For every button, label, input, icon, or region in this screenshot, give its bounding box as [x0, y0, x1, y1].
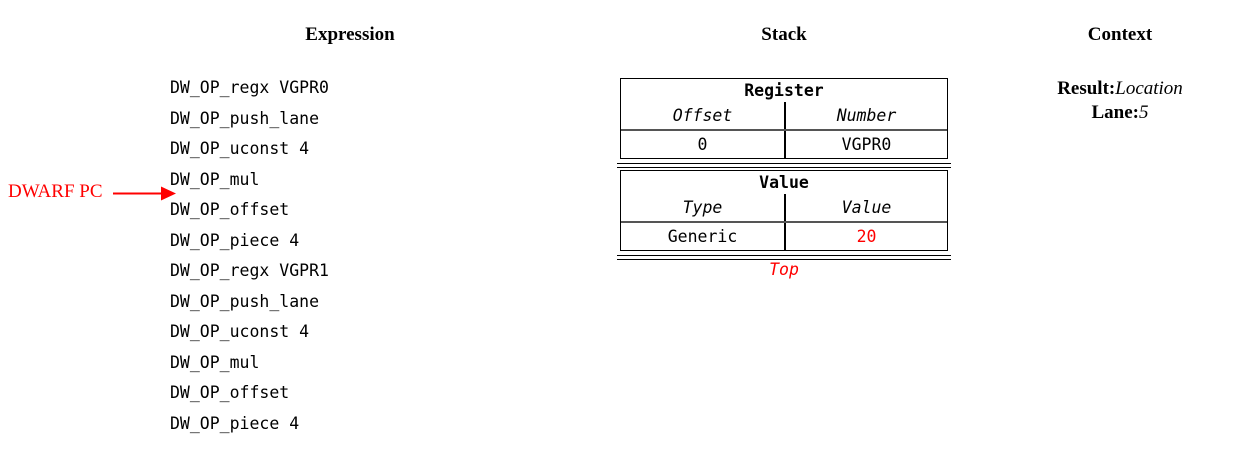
expression-line: DW_OP_regx VGPR0 [170, 78, 329, 97]
column-label: Type [682, 198, 723, 217]
stack-entry-value: Value Type Value Generic 20 [620, 170, 948, 251]
context-key: Lane: [1091, 102, 1140, 123]
context-row-result: Result:Location [1000, 77, 1240, 101]
stack-bottom-rule [617, 255, 951, 260]
expression-line: DW_OP_push_lane [170, 291, 320, 311]
context-value: Location [1115, 78, 1183, 99]
stack-entry-register: Register Offset Number 0 VGPR0 [620, 78, 948, 159]
context-key: Result: [1057, 78, 1116, 99]
expression-line-current: DW_OP_offset [170, 200, 290, 219]
column-header-expression: Expression [305, 24, 395, 45]
context-panel: Result:Location Lane:5 [1000, 77, 1240, 125]
dwarf-pc-label: DWARF PC [8, 181, 103, 202]
stack-entry-values: Generic 20 [621, 221, 947, 250]
column-header-stack: Stack [761, 24, 807, 45]
stack-entry-title: Register [744, 81, 824, 100]
expression-line: DW_OP_mul [170, 352, 260, 372]
arrow-right-icon [113, 186, 176, 201]
dwarf-pc-marker: DWARF PC [8, 181, 176, 207]
stack-entry-column-headers: Type Value [621, 194, 947, 221]
cell-value: VGPR0 [784, 131, 947, 158]
column-label: Value [784, 194, 947, 221]
column-label: Offset [672, 106, 733, 125]
cell-value: Generic [667, 227, 738, 246]
expression-line: DW_OP_uconst 4 [170, 322, 310, 341]
expression-line: DW_OP_offset [170, 383, 290, 402]
stack-entry-column-headers: Offset Number [621, 102, 947, 129]
expression-line: DW_OP_regx VGPR1 [170, 261, 329, 280]
context-value: 5 [1139, 102, 1149, 123]
column-header-context: Context [1087, 24, 1153, 45]
expression-line: DW_OP_mul [170, 169, 260, 189]
context-row-lane: Lane:5 [1000, 101, 1240, 125]
stack-entry-values: 0 VGPR0 [621, 129, 947, 158]
stack-top-label: Top [769, 260, 799, 279]
expression-line: DW_OP_uconst 4 [170, 139, 310, 158]
expression-line: DW_OP_piece 4 [170, 413, 300, 433]
expression-listing: DW_OP_regx VGPR0 DW_OP_push_lane DW_OP_u… [170, 73, 490, 439]
expression-line: DW_OP_piece 4 [170, 230, 300, 250]
expression-line: DW_OP_push_lane [170, 108, 320, 128]
cell-value: 20 [784, 223, 947, 250]
column-label: Number [784, 102, 947, 129]
cell-value: 0 [697, 135, 708, 154]
stack-entry-title: Value [759, 173, 809, 192]
stack-separator-rule [617, 163, 951, 168]
